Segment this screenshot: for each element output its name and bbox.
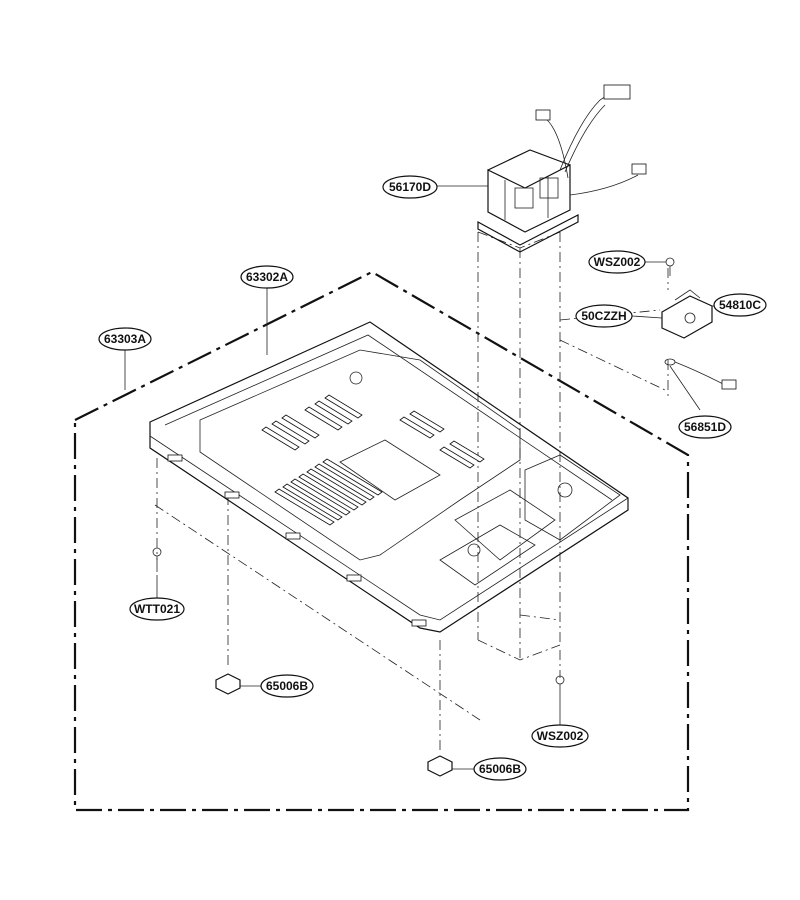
label-text-63303A: 63303A: [104, 332, 146, 346]
transformer: [477, 84, 647, 253]
vent-slots: [261, 394, 485, 526]
screw-top: [665, 257, 675, 276]
label-63302A: 63302A: [240, 265, 294, 289]
mounting-tabs: [167, 454, 427, 627]
label-text-56170D: 56170D: [389, 180, 431, 194]
label-text-54810C: 54810C: [719, 298, 761, 312]
label-50CZZH: 50CZZH: [575, 304, 633, 328]
label-text-wsz002-top: WSZ002: [594, 255, 641, 269]
label-text-50CZZH: 50CZZH: [581, 309, 626, 323]
leader-lines: [124, 185, 741, 770]
label-63303A: 63303A: [98, 327, 152, 351]
base-plate: [149, 321, 629, 633]
label-text-wtt021: WTT021: [134, 602, 180, 616]
label-wsz002-top: WSZ002: [588, 250, 646, 274]
label-54810C: 54810C: [713, 293, 767, 317]
screw-bottom: [555, 675, 565, 700]
label-56170D: 56170D: [382, 175, 438, 199]
screw-left: [152, 547, 162, 572]
fuse-holder: [661, 289, 713, 339]
foot-bottom: [427, 755, 453, 777]
label-wtt021: WTT021: [129, 597, 185, 621]
label-65006B-bottom: 65006B: [473, 757, 527, 781]
wire-harness: [664, 358, 737, 390]
label-text-65006B-left: 65006B: [266, 679, 308, 693]
label-65006B-left: 65006B: [260, 674, 314, 698]
label-56851D: 56851D: [678, 415, 732, 439]
label-text-65006B-bottom: 65006B: [479, 762, 521, 776]
foot-left: [215, 673, 241, 695]
assembly-frame-outline: [73, 270, 690, 812]
label-text-wsz002-bottom: WSZ002: [537, 729, 584, 743]
label-text-56851D: 56851D: [684, 420, 726, 434]
label-wsz002-bottom: WSZ002: [531, 724, 589, 748]
projection-lines: [154, 231, 669, 752]
label-text-63302A: 63302A: [246, 270, 288, 284]
